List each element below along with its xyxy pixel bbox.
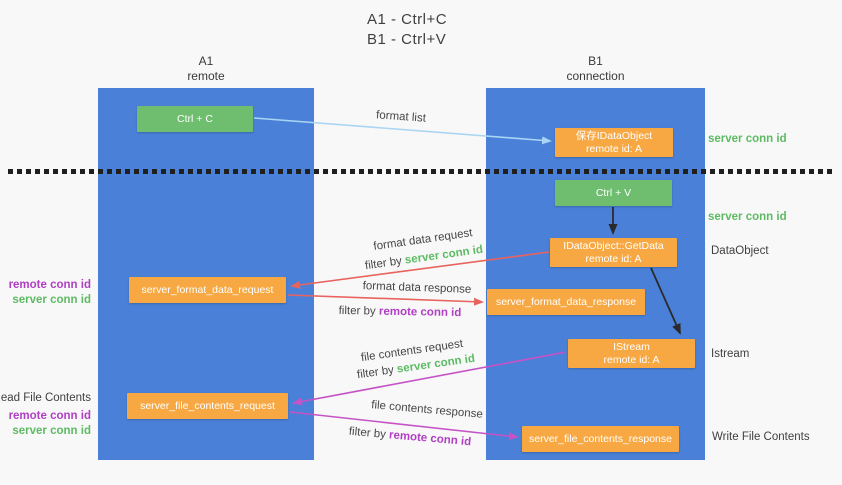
right-label-write-file-contents: Write File Contents xyxy=(712,431,810,443)
node-save-idataobject: 保存IDataObject remote id: A xyxy=(555,128,673,157)
lifeline-header-b1: B1 connection xyxy=(486,54,705,84)
right-label-dataobject: DataObject xyxy=(711,245,769,257)
node-server-format-data-response: server_format_data_response xyxy=(487,289,645,315)
node-server-format-data-request-label: server_format_data_request xyxy=(141,283,274,296)
node-ctrl-c-label: Ctrl + C xyxy=(177,112,213,125)
node-server-format-data-request: server_format_data_request xyxy=(129,277,286,303)
left-label-remote-conn-id-1: remote conn id xyxy=(8,279,91,291)
file-contents-request-arrow xyxy=(292,351,567,406)
format-data-request-arrow xyxy=(290,251,550,289)
right-label-server-conn-id-2: server conn id xyxy=(708,211,787,223)
right-label-server-conn-id-1: server conn id xyxy=(708,133,787,145)
title-line-b1: B1 - Ctrl+V xyxy=(367,31,447,48)
left-label-read-file-contents: Read File Contents xyxy=(0,392,91,404)
title-line-a1: A1 - Ctrl+C xyxy=(367,11,448,28)
node-server-file-contents-response: server_file_contents_response xyxy=(522,426,679,452)
left-label-server-conn-id-1: server conn id xyxy=(12,294,91,306)
lifeline-b1-name: B1 xyxy=(588,54,603,68)
node-ctrl-v-label: Ctrl + V xyxy=(595,186,632,199)
lifeline-b1-subtitle: connection xyxy=(566,69,625,83)
node-istream-line1: IStream xyxy=(613,340,650,353)
filter-by-text: filter by xyxy=(338,304,380,318)
lifeline-a1-subtitle: remote xyxy=(187,69,225,83)
node-getdata-line2: remote id: A xyxy=(585,252,642,265)
label-filter-by-remote-conn-id-1: filter by remote conn id xyxy=(339,305,462,319)
left-label-remote-conn-id-2: remote conn id xyxy=(8,410,91,422)
node-save-idataobject-line2: remote id: A xyxy=(585,142,643,155)
right-label-istream: Istream xyxy=(711,348,750,360)
lifeline-header-a1: A1 remote xyxy=(98,54,314,84)
node-idataobject-getdata: IDataObject::GetData remote id: A xyxy=(550,238,677,267)
diagram-title: A1 - Ctrl+C B1 - Ctrl+V xyxy=(367,10,447,50)
format-list-arrow xyxy=(253,117,552,145)
lifeline-a1-name: A1 xyxy=(198,54,214,68)
node-istream-line2: remote id: A xyxy=(603,353,660,366)
remote-conn-id-text: remote conn id xyxy=(378,305,462,320)
node-ctrl-c: Ctrl + C xyxy=(137,106,253,132)
node-server-format-data-response-label: server_format_data_response xyxy=(495,295,637,308)
node-istream: IStream remote id: A xyxy=(568,339,695,368)
node-server-file-contents-response-label: server_file_contents_response xyxy=(528,432,672,445)
node-server-file-contents-request: server_file_contents_request xyxy=(127,393,288,419)
node-save-idataobject-line1: 保存IDataObject xyxy=(575,129,653,142)
format-data-response-arrow xyxy=(287,294,484,306)
node-getdata-line1: IDataObject::GetData xyxy=(563,239,664,252)
phase-divider-dotted-line xyxy=(8,169,836,174)
left-label-server-conn-id-2: server conn id xyxy=(12,425,91,437)
getdata-to-istream-arrow xyxy=(650,267,681,335)
node-server-file-contents-request-label: server_file_contents_request xyxy=(140,399,275,412)
node-ctrl-v: Ctrl + V xyxy=(555,180,672,206)
file-contents-response-arrow xyxy=(289,411,519,441)
